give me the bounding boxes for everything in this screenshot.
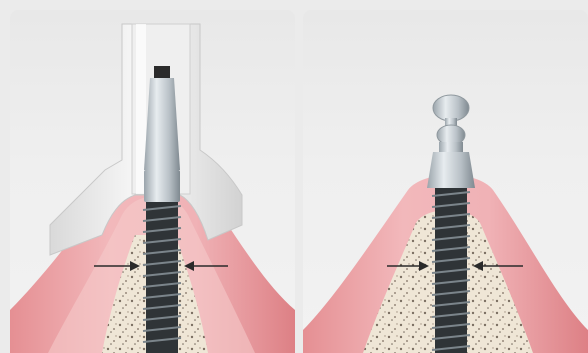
implant-collar xyxy=(144,170,180,202)
implant-icon xyxy=(143,202,181,353)
right-panel-illustration xyxy=(303,10,588,353)
ball-abutment-icon xyxy=(433,95,469,152)
panel-left xyxy=(10,10,295,353)
implant-icon xyxy=(432,188,470,353)
implant-mount xyxy=(144,78,180,170)
panel-right xyxy=(303,10,588,353)
implant-collar xyxy=(427,152,475,188)
implant-mount-top xyxy=(154,66,170,78)
left-panel-illustration xyxy=(10,10,295,353)
